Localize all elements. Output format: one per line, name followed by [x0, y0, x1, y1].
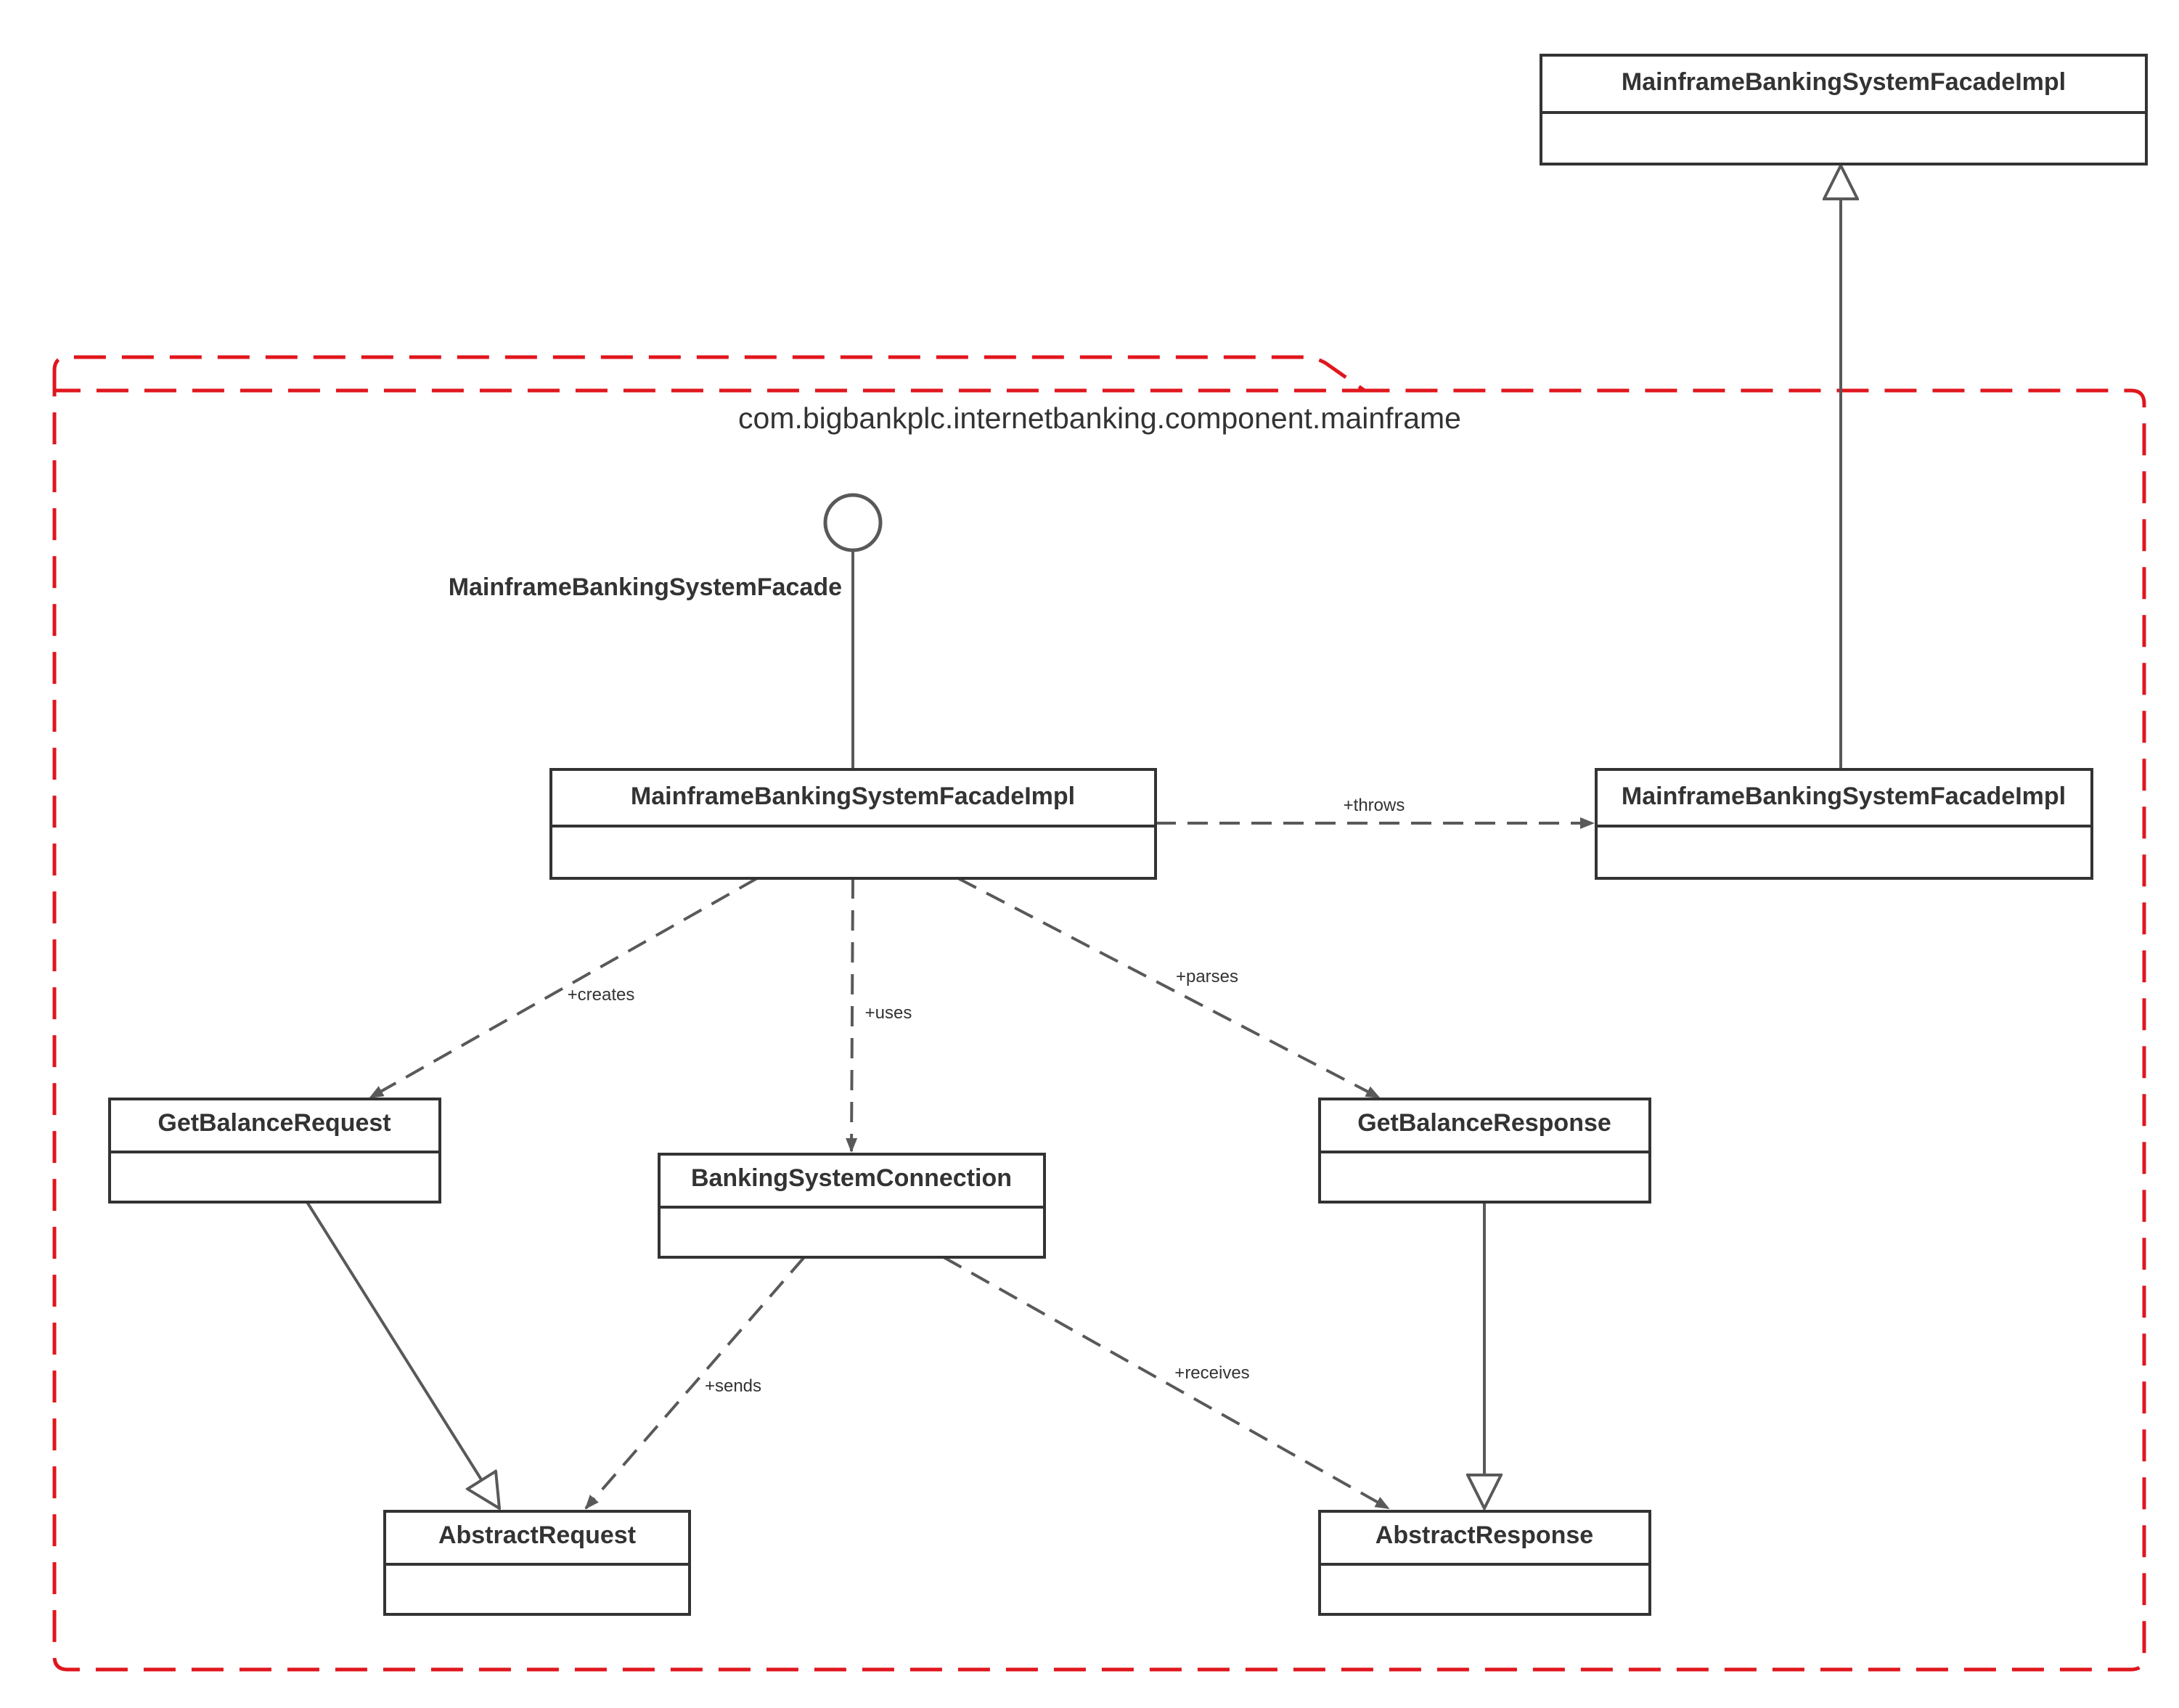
parses-dependency [957, 877, 1381, 1099]
class-title: BankingSystemConnection [691, 1164, 1012, 1192]
class-get-balance-response[interactable]: GetBalanceResponse [1318, 1098, 1651, 1204]
sends-label: +sends [705, 1376, 761, 1396]
creates-label: +creates [568, 985, 635, 1005]
creates-dependency [369, 877, 758, 1099]
class-banking-system-connection[interactable]: BankingSystemConnection [658, 1153, 1046, 1259]
class-title: AbstractRequest [438, 1521, 636, 1549]
class-title: GetBalanceRequest [158, 1109, 391, 1137]
class-title: GetBalanceResponse [1357, 1109, 1611, 1137]
package-border [52, 355, 2146, 1672]
uses-dependency [846, 878, 858, 1153]
class-title: MainframeBankingSystemFacadeImpl [1622, 783, 2066, 810]
receives-label: +receives [1174, 1363, 1249, 1383]
uses-label: +uses [865, 1003, 912, 1023]
package-label: com.bigbankplc.internetbanking.component… [738, 401, 1461, 435]
class-abstract-response[interactable]: AbstractResponse [1318, 1510, 1651, 1616]
class-external-facade-impl[interactable]: MainframeBankingSystemFacadeImpl [1540, 54, 2148, 166]
class-facade-impl[interactable]: MainframeBankingSystemFacadeImpl [549, 768, 1157, 880]
receives-dependency [943, 1256, 1390, 1510]
interface-circle[interactable] [823, 493, 883, 552]
parses-label: +parses [1176, 967, 1238, 986]
throws-label: +throws [1344, 796, 1405, 815]
class-exception[interactable]: MainframeBankingSystemFacadeImpl [1595, 768, 2093, 880]
interface-label: MainframeBankingSystemFacade [449, 573, 842, 601]
class-title: MainframeBankingSystemFacadeImpl [1622, 68, 2066, 96]
class-get-balance-request[interactable]: GetBalanceRequest [108, 1098, 441, 1204]
generalization-request-line [306, 1201, 499, 1508]
class-abstract-request[interactable]: AbstractRequest [383, 1510, 691, 1616]
class-title: AbstractResponse [1375, 1521, 1593, 1549]
class-title: MainframeBankingSystemFacadeImpl [631, 783, 1075, 810]
sends-dependency [584, 1256, 806, 1510]
